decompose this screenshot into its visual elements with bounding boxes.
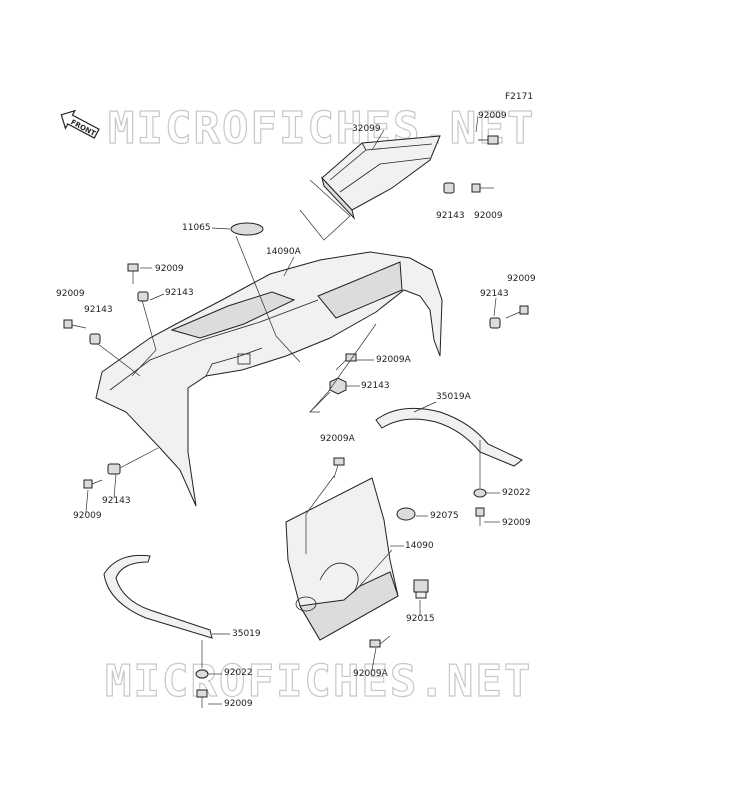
bolt-92009-g [475, 507, 485, 526]
part-label-p-92143-f: 92143 [102, 496, 131, 506]
bolt-92009A-c [369, 635, 391, 648]
part-label-p-92143-d: 92143 [84, 305, 113, 315]
front-fender-14090A [95, 251, 443, 507]
part-label-p-92009-h: 92009 [224, 699, 253, 709]
part-label-p-92009-d: 92009 [507, 274, 536, 284]
mudflap-35019 [103, 554, 213, 639]
part-label-p-92022-b: 92022 [224, 668, 253, 678]
part-label-p-92009-f: 92009 [73, 511, 102, 521]
part-label-p-92009-a: 92009 [478, 111, 507, 121]
part-label-p-92143-b: 92143 [165, 288, 194, 298]
bolt-92009-b [471, 183, 494, 193]
bolt-92009-d [505, 305, 529, 319]
part-label-p-92022-a: 92022 [502, 488, 531, 498]
bolt-92009-c [127, 263, 139, 284]
part-label-p-14090: 14090 [405, 541, 434, 551]
bolt-92009-f [83, 479, 103, 489]
washer-92022-b [195, 669, 209, 679]
part-label-p-92075: 92075 [430, 511, 459, 521]
part-label-p-11065: 11065 [182, 223, 211, 233]
collar-92143-c [489, 317, 501, 329]
collar-92143-b [137, 291, 149, 302]
bolt-92009-e [63, 319, 87, 329]
part-label-p-92009A-c: 92009A [353, 669, 389, 679]
seal-11065 [230, 222, 264, 236]
part-label-p-32099: 32099 [352, 124, 381, 134]
plug-92075 [396, 507, 416, 521]
mudflap-35019A [375, 407, 523, 467]
part-label-p-92143-c: 92143 [480, 289, 509, 299]
part-label-p-92009-g: 92009 [502, 518, 531, 528]
part-label-p-92143-a: 92143 [436, 211, 465, 221]
bolt-92009-h [196, 689, 208, 708]
figure-code: F2171 [505, 92, 533, 102]
watermark-top: MICROFICHES.NET [108, 103, 535, 154]
bolt-92009A-a [335, 353, 357, 371]
part-label-p-92009-b: 92009 [474, 211, 503, 221]
leader-lines [85, 115, 500, 705]
bolt-92009-a [478, 135, 499, 145]
collar-92143-f [107, 463, 121, 475]
part-label-p-92009-c: 92009 [155, 264, 184, 274]
grommet-92015 [413, 579, 429, 599]
part-label-p-92143-e: 92143 [361, 381, 390, 391]
part-label-p-35019A: 35019A [436, 392, 472, 402]
bolt-92009A-b [333, 457, 345, 479]
part-label-p-14090A: 14090A [266, 247, 302, 257]
bracket-14090 [285, 477, 399, 641]
watermark-bottom: MICROFICHES.NET [105, 656, 532, 707]
part-label-p-92009-e: 92009 [56, 289, 85, 299]
collar-92143-a [443, 182, 455, 194]
part-label-p-92015: 92015 [406, 614, 435, 624]
washer-92022-a [473, 488, 487, 498]
front-arrow-icon: FRONT [60, 109, 100, 139]
collar-92143-d [89, 333, 101, 345]
part-label-p-92009A-b: 92009A [320, 434, 356, 444]
part-label-p-92009A-a: 92009A [376, 355, 412, 365]
part-label-p-35019: 35019 [232, 629, 261, 639]
duct-32099 [321, 135, 441, 220]
